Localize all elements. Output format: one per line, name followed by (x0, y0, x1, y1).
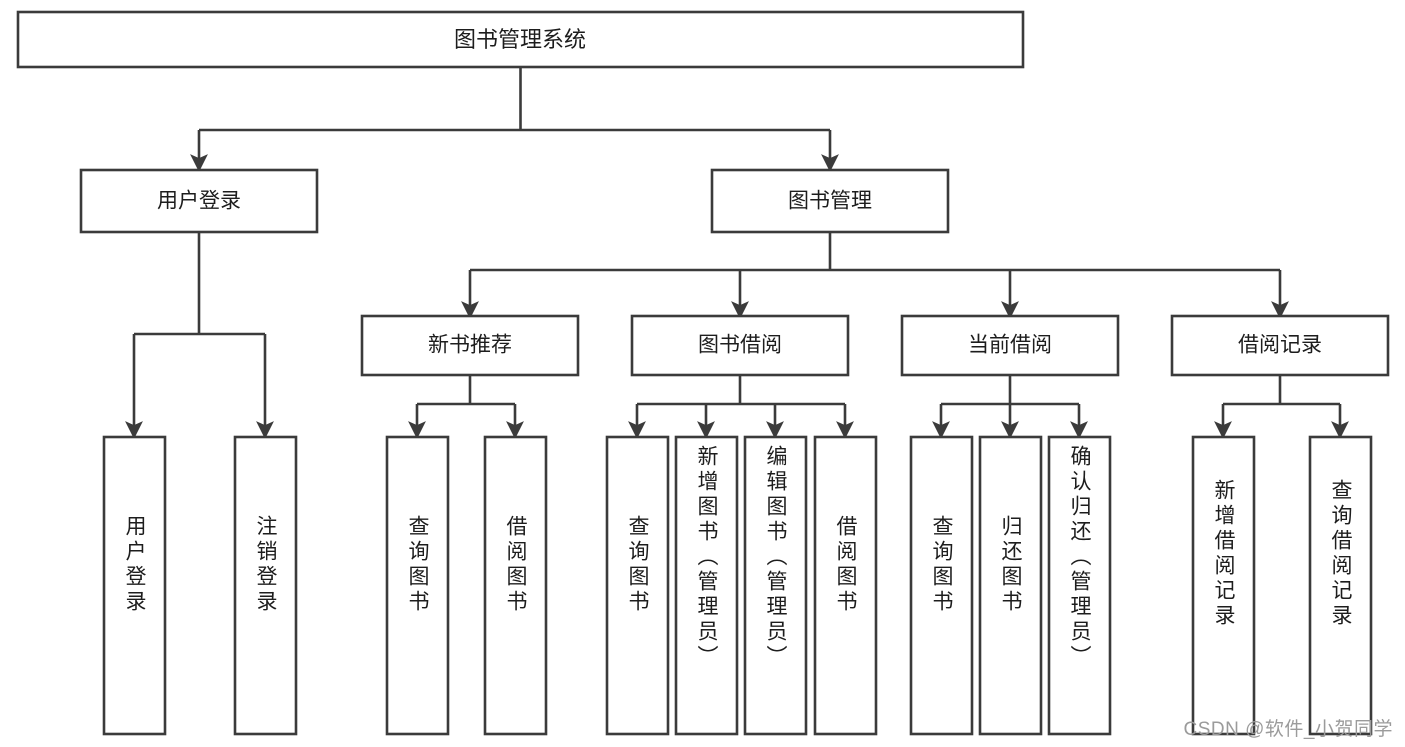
leaf-box-current-borrow-1[interactable] (909, 435, 974, 736)
node-book-borrow[interactable]: 图书借阅 (630, 314, 850, 377)
node-book-management-label: 图书管理 (788, 190, 872, 213)
node-user-login-box[interactable] (79, 168, 319, 234)
leaf-box-book-borrow-4[interactable] (813, 435, 878, 736)
node-current-borrow-box[interactable] (900, 314, 1120, 377)
node-current-borrow-label: 当前借阅 (968, 334, 1052, 357)
leaf-box-current-borrow-3[interactable] (1047, 435, 1112, 736)
node-root-label: 图书管理系统 (454, 27, 586, 52)
leaf-box-book-borrow-2[interactable] (674, 435, 739, 736)
leaf-box-new-book-1[interactable] (385, 435, 450, 736)
node-new-book-recommend[interactable]: 新书推荐 (360, 314, 580, 377)
leaf-box-user-login-1[interactable] (102, 435, 167, 736)
node-borrow-record-box[interactable] (1170, 314, 1390, 377)
node-book-borrow-label: 图书借阅 (698, 334, 782, 357)
node-user-login[interactable]: 用户登录 (79, 168, 319, 234)
node-new-book-recommend-box[interactable] (360, 314, 580, 377)
leaf-box-user-login-2[interactable] (233, 435, 298, 736)
csdn-watermark: CSDN @软件_小贺同学 (1183, 719, 1393, 740)
node-new-book-recommend-label: 新书推荐 (428, 334, 512, 357)
leaf-box-book-borrow-3[interactable] (743, 435, 808, 736)
node-borrow-record-label: 借阅记录 (1238, 334, 1322, 357)
node-root-box[interactable] (16, 10, 1025, 69)
node-book-borrow-box[interactable] (630, 314, 850, 377)
node-book-management-box[interactable] (710, 168, 950, 234)
connector-layer (125, 67, 1349, 439)
leaf-box-current-borrow-2[interactable] (978, 435, 1043, 736)
node-borrow-record[interactable]: 借阅记录 (1170, 314, 1390, 377)
node-root-book-management-system[interactable]: 图书管理系统 (16, 10, 1025, 69)
node-user-login-label: 用户登录 (157, 190, 241, 213)
leaf-box-borrow-record-2[interactable] (1308, 435, 1373, 736)
leaf-box-layer (102, 435, 1373, 736)
leaf-box-new-book-2[interactable] (483, 435, 548, 736)
leaf-box-book-borrow-1[interactable] (605, 435, 670, 736)
leaf-box-borrow-record-1[interactable] (1191, 435, 1256, 736)
node-book-management[interactable]: 图书管理 (710, 168, 950, 234)
node-current-borrow[interactable]: 当前借阅 (900, 314, 1120, 377)
